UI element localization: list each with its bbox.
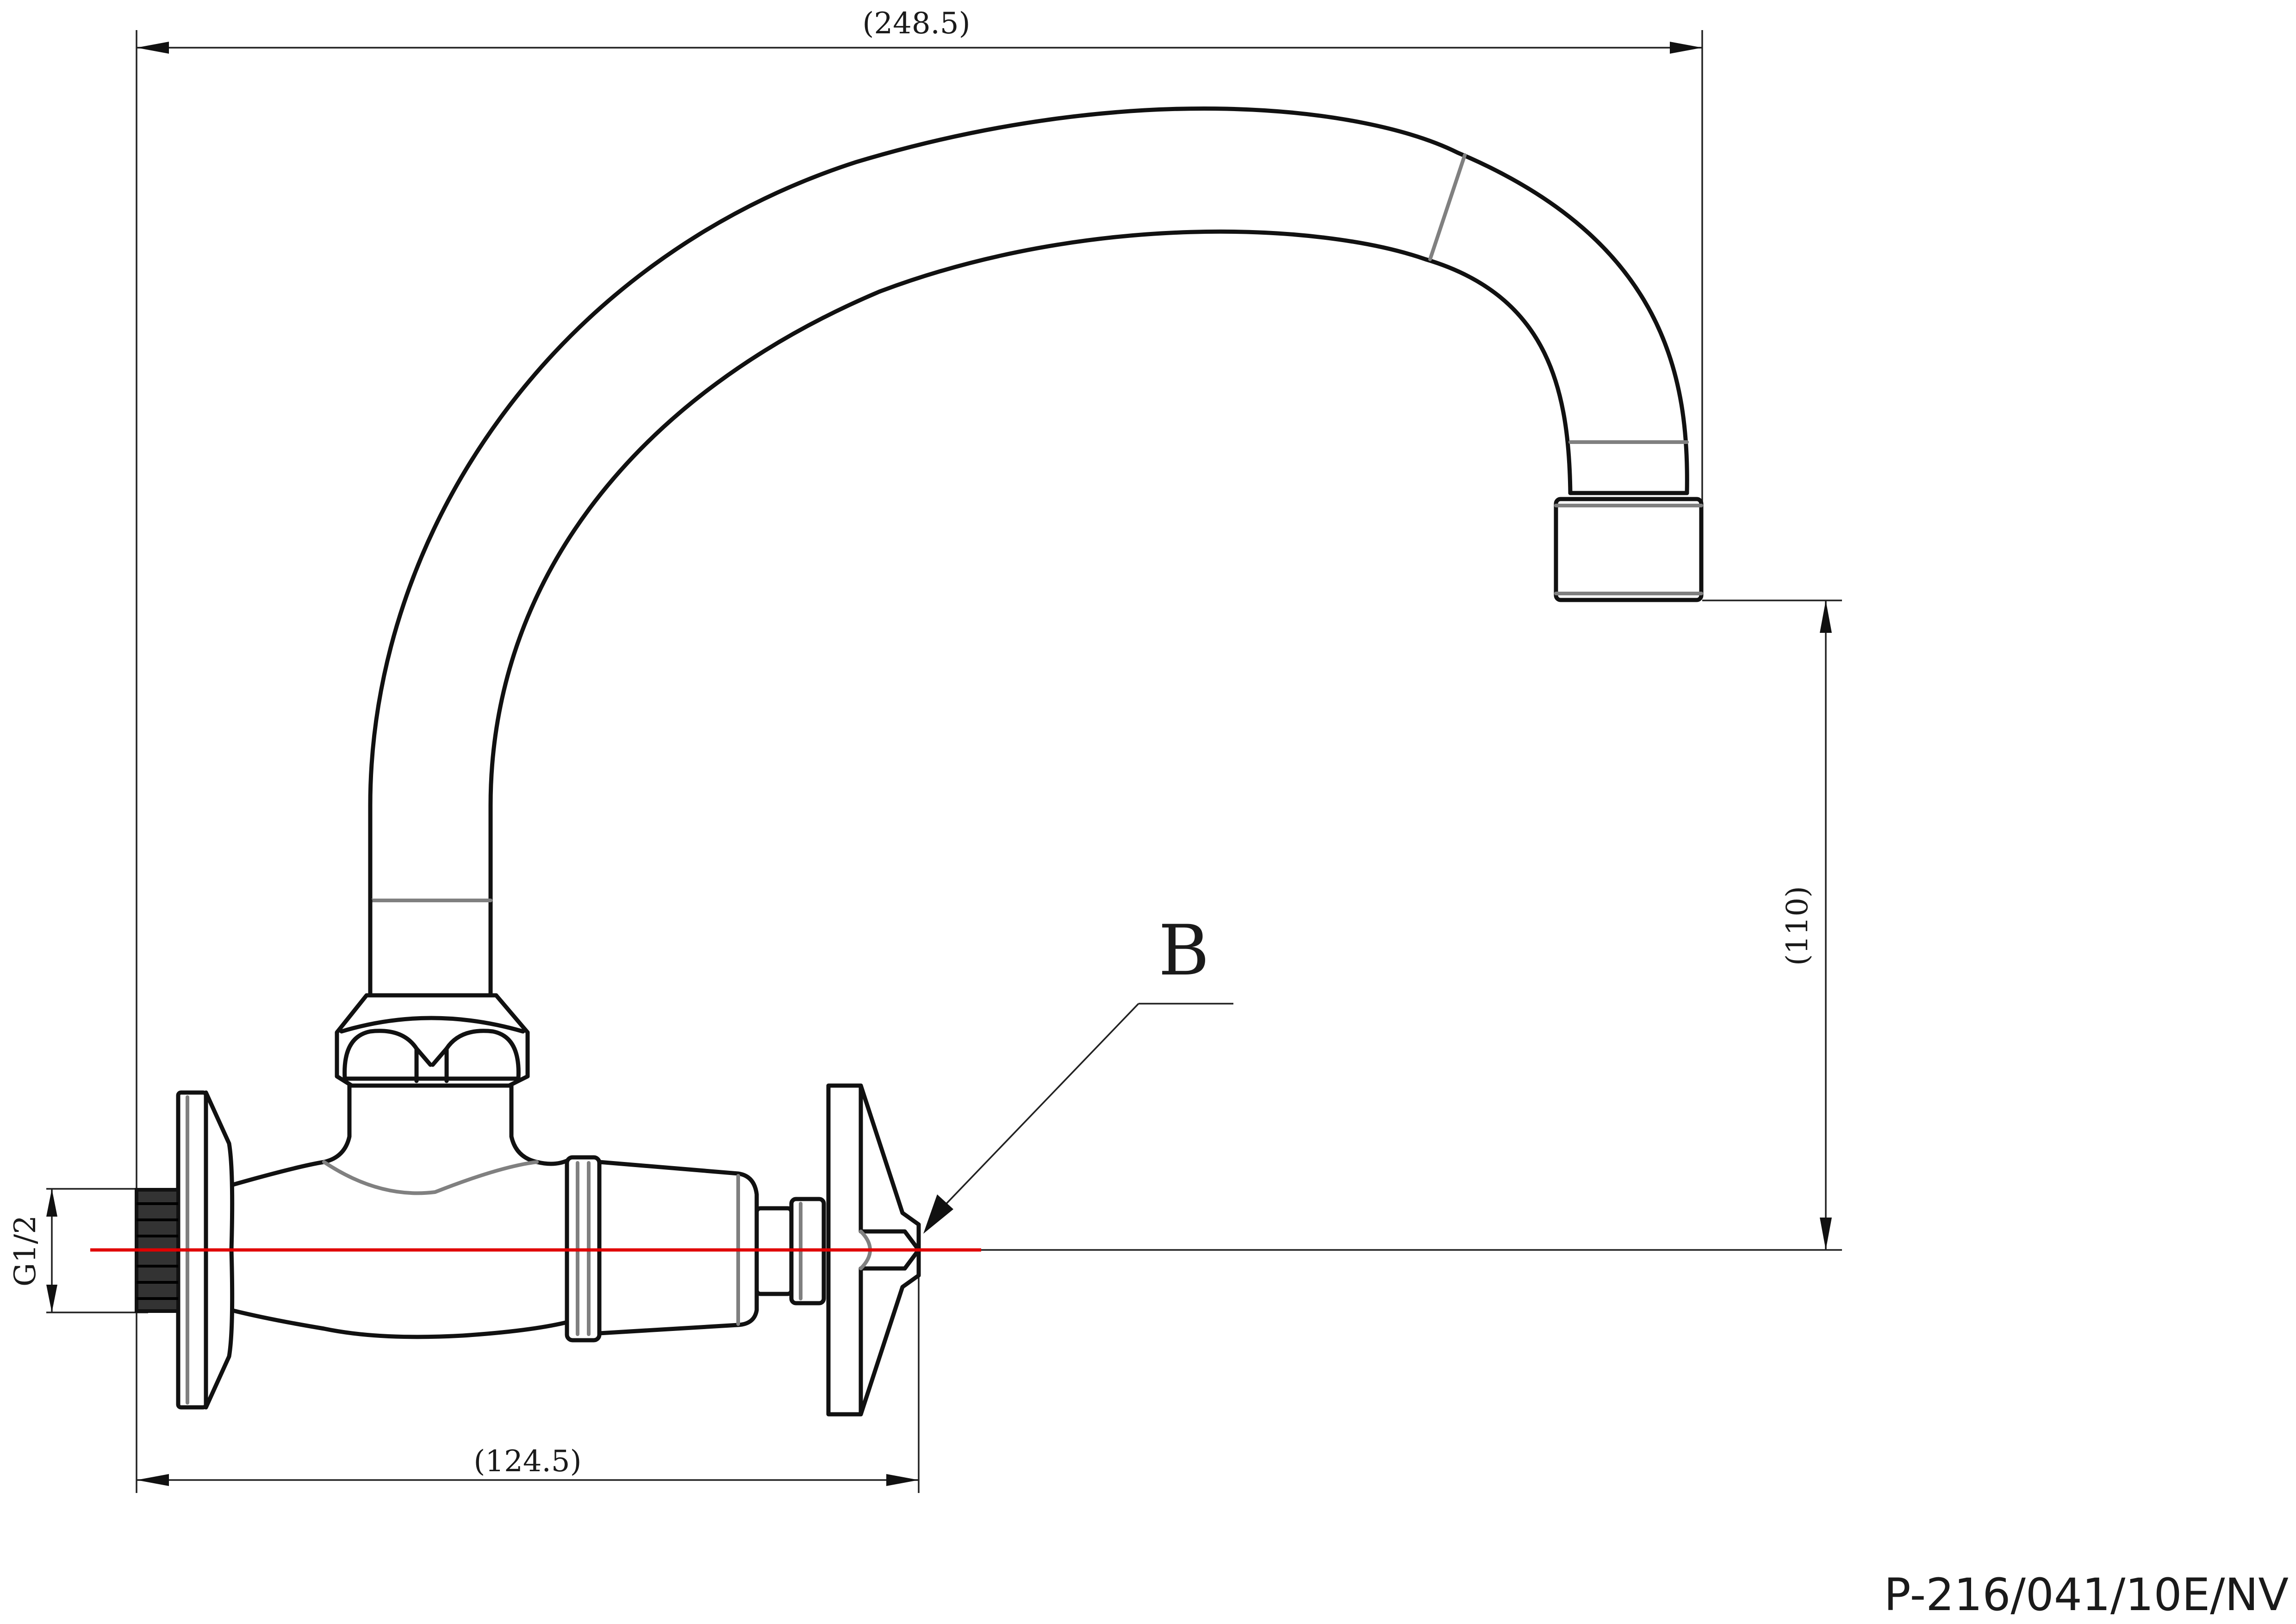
dimension-outlet-height-text: (110) bbox=[1780, 886, 1815, 966]
callout-leader bbox=[923, 1003, 1233, 1234]
spout bbox=[368, 106, 1689, 998]
dimension-body-length: (124.5) bbox=[137, 1444, 919, 1486]
valve-body-outline bbox=[229, 1083, 572, 1339]
dimension-thread-size: G1/2 bbox=[8, 1189, 57, 1312]
callout-label-b: B bbox=[1158, 911, 1209, 991]
product-code: P-216/041/10E/NV bbox=[1884, 1569, 2289, 1621]
valve-body bbox=[229, 1083, 826, 1343]
aerator bbox=[1554, 497, 1704, 602]
dimension-overall-width: (248.5) bbox=[137, 6, 1702, 54]
spout-outer-curve bbox=[368, 106, 1689, 903]
dimension-overall-width-text: (248.5) bbox=[862, 6, 970, 41]
dimension-outlet-height: (110) bbox=[1780, 600, 1832, 1250]
dimension-thread-size-text: G1/2 bbox=[8, 1215, 43, 1287]
hex-nut bbox=[335, 993, 530, 1088]
dimension-body-length-text: (124.5) bbox=[473, 1444, 581, 1479]
spout-inner-curve bbox=[488, 229, 1573, 998]
